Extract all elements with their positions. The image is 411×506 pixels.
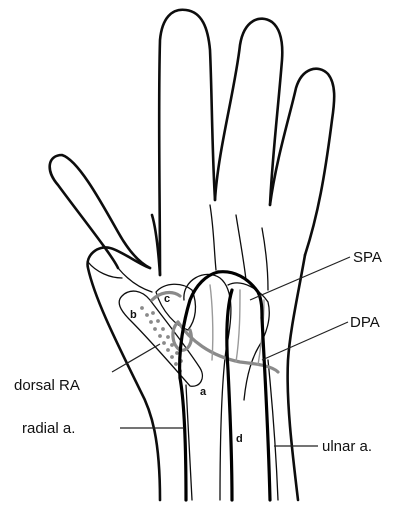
label-dorsal-ra: dorsal RA	[14, 377, 80, 394]
middle-finger-outline	[159, 10, 215, 275]
thenar-crease	[118, 268, 152, 292]
label-c: c	[164, 293, 170, 305]
hand-outline	[50, 10, 334, 500]
label-a: a	[200, 386, 207, 398]
label-d: d	[236, 433, 243, 445]
radial-palm-edge	[88, 247, 160, 500]
dpa-leader	[262, 322, 348, 360]
palm-crease-3	[262, 228, 268, 290]
ulnar-artery	[227, 290, 232, 500]
gray-finger-branch-2	[236, 290, 240, 362]
ring-finger-outline	[215, 19, 282, 205]
labels: SPA DPA dorsal RA radial a. ulnar a. b c…	[14, 249, 382, 455]
label-b: b	[130, 309, 137, 321]
label-spa: SPA	[353, 249, 382, 266]
palm-crease-1	[210, 205, 216, 270]
ulnar-artery-lateral	[262, 318, 270, 500]
label-ulnar: ulnar a.	[322, 438, 372, 455]
label-radial: radial a.	[22, 420, 75, 437]
radial-artery	[180, 378, 186, 500]
radius-column	[184, 274, 231, 500]
wrist-bones	[119, 205, 278, 500]
spa-leader	[250, 257, 350, 300]
label-dpa: DPA	[350, 314, 380, 331]
palm-crease-2	[236, 215, 246, 280]
gray-finger-branch-1	[210, 285, 213, 360]
ulnar-palm-edge	[288, 255, 305, 500]
thumb-outline	[50, 155, 150, 268]
